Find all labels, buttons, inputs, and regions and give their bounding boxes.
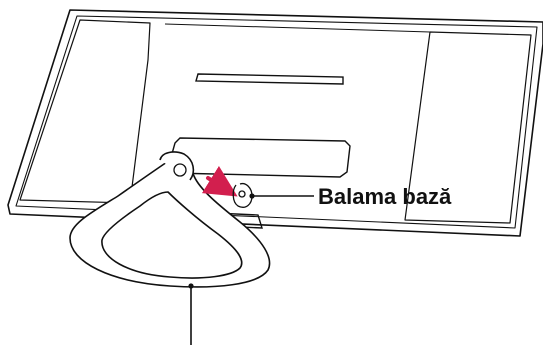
monitor-back-panel [8,10,543,236]
callout-stand-hinge-label: Balama bază [318,184,452,209]
stand-recess [168,138,350,177]
insert-direction-arrow [208,178,224,188]
back-slot [196,74,343,84]
hinge-screw-icon [233,184,252,208]
stand-base-leader [188,283,193,345]
stand-base [70,152,270,287]
hinge-leader [249,193,314,198]
